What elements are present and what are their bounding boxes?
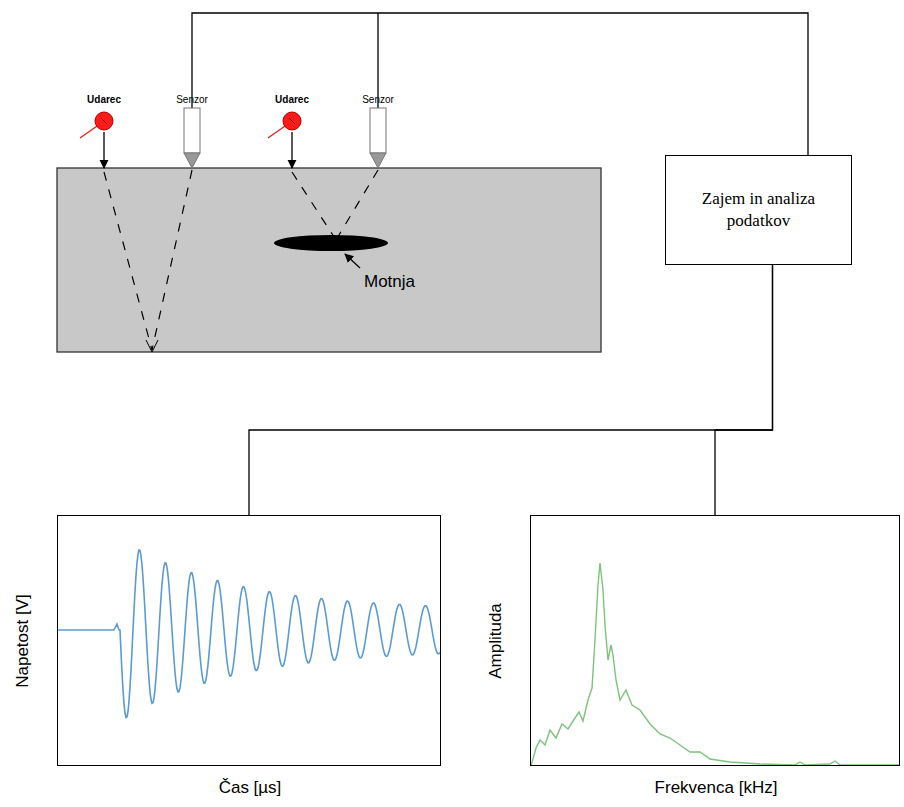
sensor [370, 108, 386, 168]
flaw-label: Motnja [364, 272, 415, 292]
process-box: Zajem in analiza podatkov [665, 155, 852, 265]
connector-line [715, 265, 773, 515]
impact-label: Udarec [87, 94, 121, 105]
time-signal [58, 550, 440, 718]
flaw-ellipse [274, 235, 388, 251]
connector-line [249, 265, 773, 515]
time-plot: Napetost [V]Čas [µs] [57, 515, 441, 766]
leader-line [345, 254, 360, 268]
axis-label: Napetost [V] [13, 594, 33, 688]
impact-hammer [268, 112, 301, 168]
sensor-wire [192, 13, 808, 155]
spectrum-curve [531, 563, 900, 766]
sensor [184, 108, 200, 168]
box-title: Zajem in analiza podatkov [684, 188, 834, 232]
sensor-label: Senzor [176, 94, 208, 105]
axis-label: Čas [µs] [219, 778, 282, 798]
impact-hammer [80, 112, 113, 168]
wave-paths [104, 170, 378, 350]
spectrum-plot: AmplitudaFrekvenca [kHz] [530, 515, 900, 766]
sensor-label: Senzor [362, 94, 394, 105]
concrete-block [57, 168, 601, 352]
axis-label: Amplituda [486, 603, 506, 679]
reflection-tip [146, 340, 158, 352]
sensor-wire [377, 13, 378, 108]
impact-label: Udarec [275, 94, 309, 105]
axis-label: Frekvenca [kHz] [655, 778, 778, 798]
